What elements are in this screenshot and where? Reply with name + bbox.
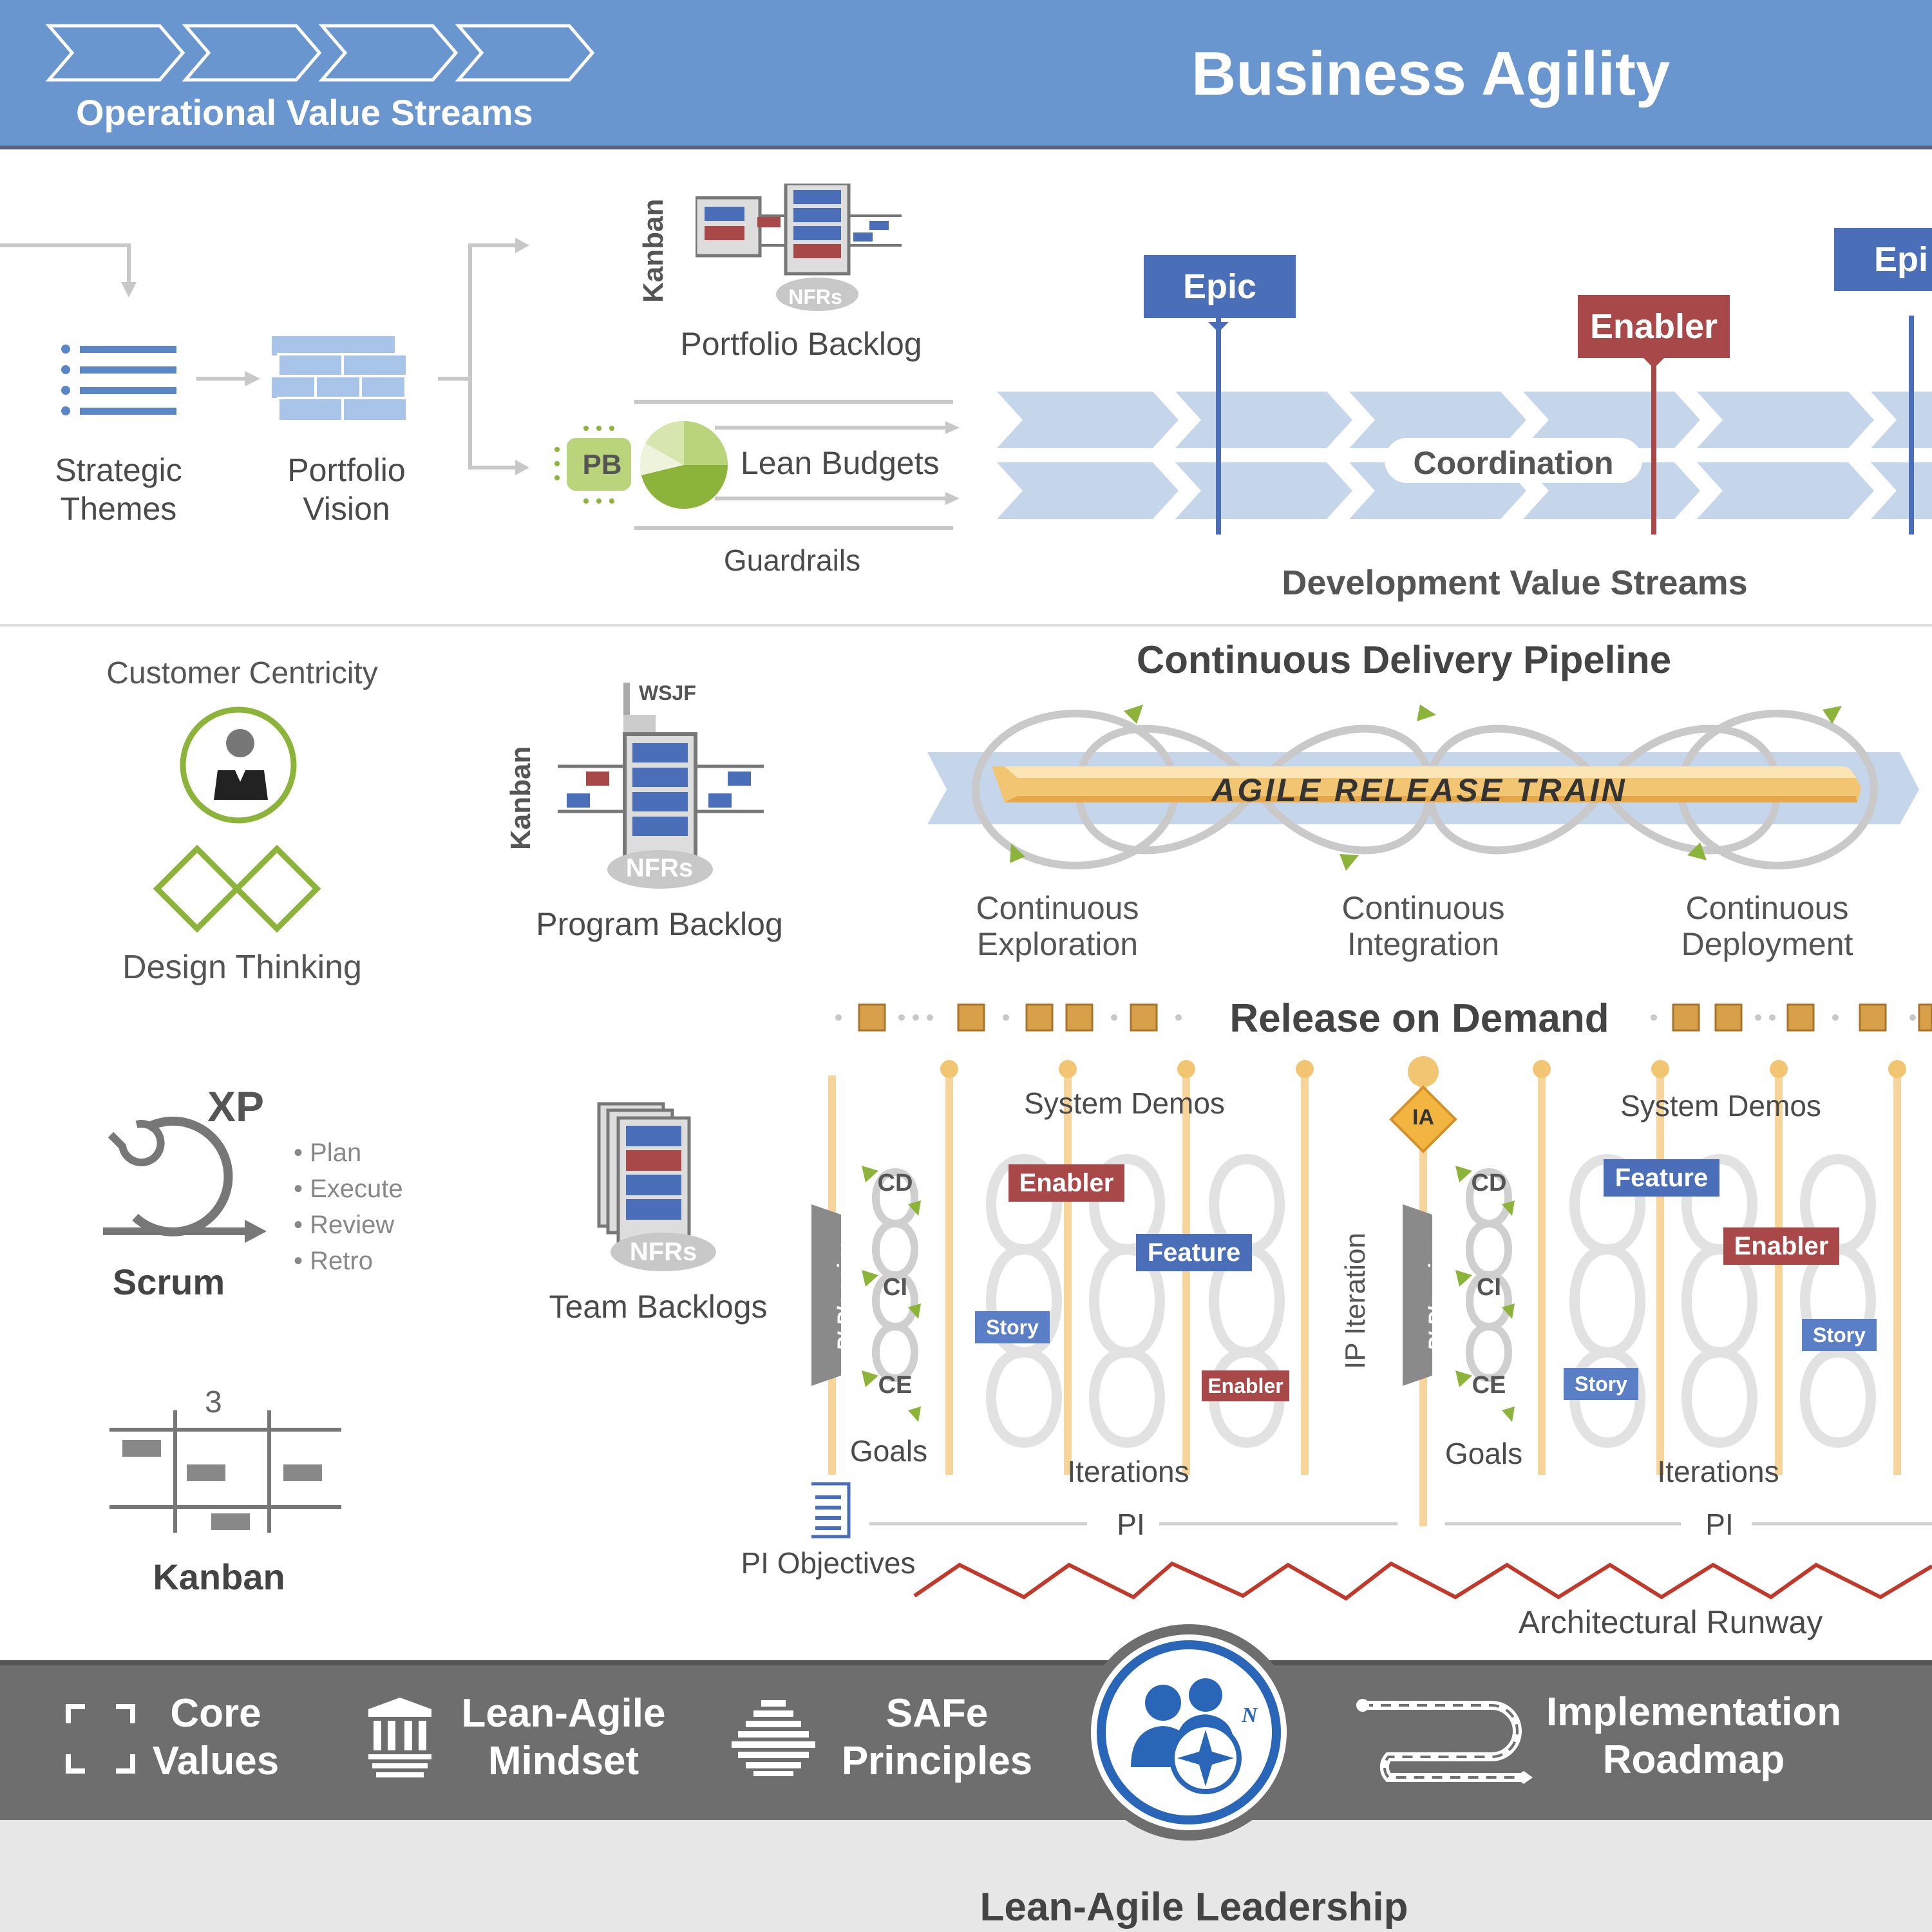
pi-label-1: PI [1117,1508,1145,1541]
team-backlogs-label: Team Backlogs [549,1289,768,1325]
cd-label-2: CD [1471,1170,1507,1197]
pi-timeline-graphics [811,1056,1932,1601]
coordination-label: Coordination [1413,445,1614,481]
scrum-step-execute: • Execute [294,1175,403,1203]
team-nfrs-label: NFRs [629,1238,697,1266]
page-title: Business Agility [1191,39,1671,108]
program-kanban-board-icon [558,683,764,889]
development-value-streams-chevrons [997,392,1932,519]
implementation-roadmap-icon [1356,1699,1533,1784]
enabler-item-2: Enabler [1202,1370,1289,1401]
kanban-board-icon [109,1410,341,1533]
cd-label-1: CD [877,1170,913,1197]
scrum-step-review: • Review [294,1211,395,1239]
system-demos-label-1: System Demos [1024,1086,1225,1120]
scrum-label: Scrum [112,1262,225,1302]
wsjf-label: WSJF [639,681,696,705]
epic-tag: Epic [1144,255,1296,318]
portfolio-backlog-label: Portfolio Backlog [680,326,922,362]
pi-label-2: PI [1705,1508,1734,1541]
portfolio-vision-icon [270,335,408,422]
scrum-step-retro: • Retro [294,1247,373,1275]
scrum-steps-list: • Plan • Execute • Review • Retro [294,1135,403,1279]
epic-enabler-poles [1208,316,1914,535]
iterations-label-2: Iterations [1657,1455,1779,1488]
portfolio-connectors [0,238,1932,627]
leadership-emblem: N [1081,1624,1297,1841]
pb-label: PB [582,449,622,480]
ci-label-2: CI [1477,1274,1501,1301]
kanban-label: Kanban [153,1557,285,1597]
enabler-item-1: Enabler [1009,1164,1124,1202]
ci-label-1: CI [883,1274,907,1301]
program-backlog-label: Program Backlog [536,906,783,942]
design-thinking-icon [153,844,321,933]
architectural-runway-label: Architectural Runway [1518,1604,1823,1640]
story-item-3: Story [1802,1319,1877,1351]
development-value-streams-label: Development Value Streams [1282,564,1748,602]
enabler-item-3: Enabler [1723,1227,1839,1265]
agile-release-train-label: AGILE RELEASE TRAIN [1211,772,1627,808]
system-demos-label-2: System Demos [1620,1089,1821,1122]
goals-label-1: Goals [849,1434,928,1468]
enabler-tag: Enabler [1578,295,1730,358]
pi-planning-label-1: PI Planning [833,1238,857,1351]
pi-planning-label-2: PI Planning [1425,1238,1448,1351]
iterations-label-1: Iterations [1067,1455,1189,1488]
feature-item-2: Feature [1604,1159,1719,1197]
goals-label-2: Goals [1444,1437,1523,1470]
svg-text:N: N [1241,1703,1258,1727]
portfolio-nfrs-label: NFRs [788,285,842,308]
xp-label: XP [207,1083,265,1130]
design-thinking-label: Design Thinking [122,949,362,986]
core-values-icon [66,1704,135,1774]
portfolio-vision-label: Portfolio Vision [287,452,406,527]
customer-centricity-label: Customer Centricity [106,656,378,690]
ip-iteration-label: IP Iteration [1340,1233,1371,1369]
pi-objectives-label: PI Objectives [741,1546,916,1580]
program-kanban-label: Kanban [505,746,536,850]
feature-item-1: Feature [1136,1234,1252,1271]
kanban-wip-number: 3 [205,1385,222,1419]
release-packages-row [835,1003,1932,1032]
lean-budgets-pie-icon [554,421,728,509]
lean-agile-mindset-icon [368,1698,431,1777]
operational-value-streams-chevrons [45,24,595,82]
cdp-title: Continuous Delivery Pipeline [1136,638,1672,681]
lean-budgets-label: Lean Budgets [741,445,940,481]
leadership-band [0,1820,1932,1932]
customer-centricity-icon [153,706,321,933]
strategic-themes-icon [61,345,176,415]
header-banner: Operational Value Streams Business Agili… [0,0,1932,149]
ce-label-1: CE [878,1372,913,1399]
scrum-step-plan: • Plan [294,1139,362,1167]
lean-agile-leadership-label: Lean-Agile Leadership [980,1885,1408,1929]
story-item-2: Story [1564,1368,1638,1400]
operational-value-streams-label: Operational Value Streams [76,92,533,133]
strategic-themes-label: Strategic Themes [55,452,182,527]
program-nfrs-label: NFRs [625,854,694,882]
scrum-cycle-icon [103,1116,267,1243]
ce-label-2: CE [1472,1372,1506,1399]
team-backlogs-icon [597,1102,716,1271]
safe-principles-icon [732,1700,815,1776]
guardrails-label: Guardrails [723,544,861,577]
epic-tag-edge: Epi [1834,228,1932,291]
release-on-demand-label: Release on Demand [1229,996,1609,1041]
ia-badge: IA [1412,1105,1434,1130]
portfolio-kanban-board-icon [696,184,902,311]
continuous-delivery-pipeline-loops [927,705,1919,871]
story-item-1: Story [975,1311,1050,1343]
portfolio-kanban-label: Kanban [638,198,669,303]
foundation-bar [0,1660,1932,1825]
